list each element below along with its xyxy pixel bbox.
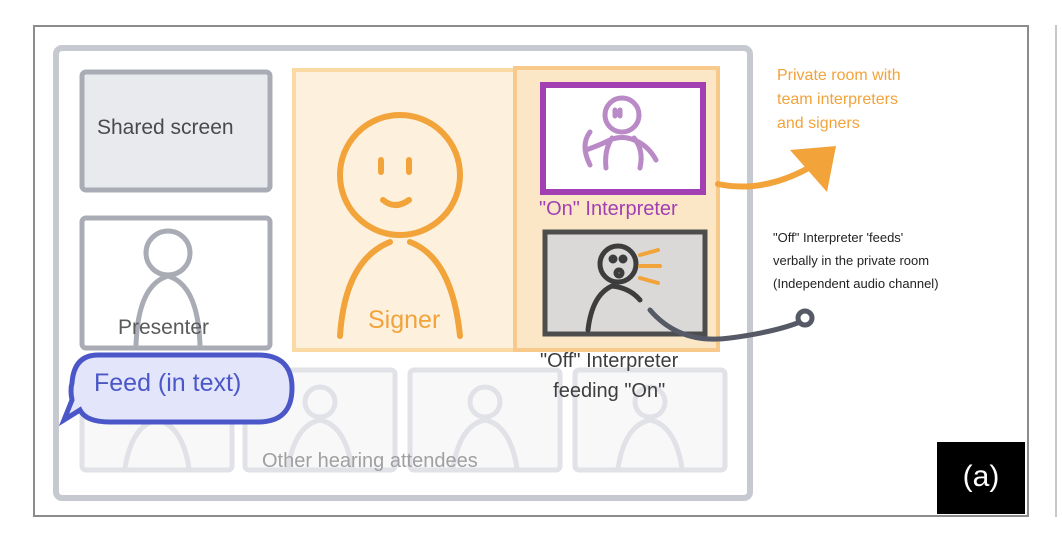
signer-label: Signer (368, 306, 441, 334)
shared-screen-tile (79, 69, 273, 193)
presenter-figure-icon (133, 228, 203, 348)
private-room-label: Private room with team interpreters and … (777, 67, 901, 132)
signer-figure-icon (337, 112, 463, 339)
audio-feed-endpoint-icon (795, 308, 815, 328)
next-panel-edge (1055, 25, 1057, 517)
panel-tag-label: (a) (962, 460, 1000, 493)
audio-feed-connector (647, 307, 803, 342)
off-feed-note-label: "Off" Interpreter 'feeds' verbally in th… (773, 230, 939, 291)
on-interpreter-label: "On" Interpreter (539, 198, 678, 220)
off-interpreter-figure-icon (585, 243, 643, 333)
presenter-tile (79, 215, 273, 351)
speech-bubble-icon (58, 352, 295, 427)
presenter-label: Presenter (118, 316, 210, 339)
speaking-lines-icon (638, 248, 662, 285)
shared-screen-label: Shared screen (97, 116, 234, 139)
off-interpreter-label: "Off" Interpreter feeding "On" (540, 350, 679, 402)
on-interpreter-figure-icon (582, 95, 659, 171)
feed-in-text-label: Feed (in text) (94, 369, 242, 397)
panel-tag: (a) (937, 442, 1025, 514)
other-attendees-label: Other hearing attendees (262, 450, 478, 472)
private-room-arrowhead-icon (790, 146, 836, 192)
